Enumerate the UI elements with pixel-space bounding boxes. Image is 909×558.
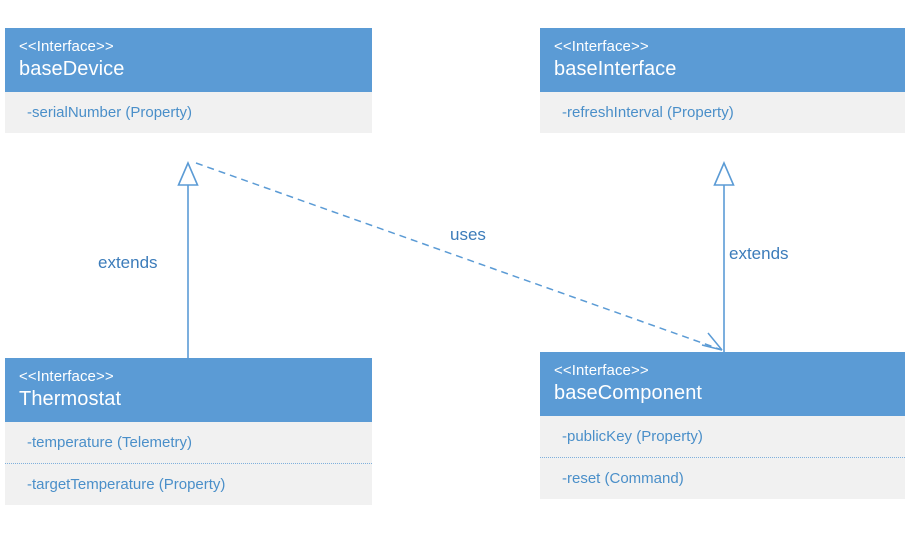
uml-class-basedevice[interactable]: <<Interface>> baseDevice -serialNumber (… — [5, 28, 372, 133]
hollow-triangle-arrowhead-icon — [713, 160, 735, 186]
uml-member[interactable]: -temperature (Telemetry) — [27, 434, 193, 451]
uml-class-members: -refreshInterval (Property) — [540, 92, 905, 133]
uml-class-name: baseDevice — [19, 58, 125, 80]
uml-member[interactable]: -refreshInterval (Property) — [562, 104, 734, 121]
edge-label-extends-left: extends — [98, 253, 158, 272]
uml-class-members: -serialNumber (Property) — [5, 92, 372, 133]
uml-class-name: baseComponent — [554, 382, 703, 404]
uml-class-basecomponent[interactable]: <<Interface>> baseComponent -publicKey (… — [540, 352, 905, 499]
uml-class-members: -publicKey (Property) -reset (Command) — [540, 416, 905, 499]
uml-member[interactable]: -serialNumber (Property) — [27, 104, 193, 121]
uml-stereotype: <<Interface>> — [554, 362, 649, 379]
uml-class-baseinterface[interactable]: <<Interface>> baseInterface -refreshInte… — [540, 28, 905, 133]
uml-stereotype: <<Interface>> — [19, 38, 114, 55]
open-arrowhead-icon — [701, 332, 723, 351]
uml-member[interactable]: -reset (Command) — [540, 457, 905, 499]
uml-member[interactable]: -publicKey (Property) — [562, 428, 703, 445]
uml-class-header: <<Interface>> baseInterface — [540, 28, 905, 92]
uml-class-name: Thermostat — [19, 388, 122, 410]
uml-stereotype: <<Interface>> — [19, 368, 114, 385]
uml-class-header: <<Interface>> baseDevice — [5, 28, 372, 92]
edge-basedevice-uses-basecomponent — [195, 162, 723, 351]
uml-class-name: baseInterface — [554, 58, 677, 80]
edge-line-uses — [195, 162, 723, 351]
uml-class-members: -temperature (Telemetry) -targetTemperat… — [5, 422, 372, 505]
hollow-triangle-arrowhead-icon — [177, 160, 199, 186]
edge-label-uses: uses — [450, 225, 486, 244]
edge-label-extends-right: extends — [729, 244, 789, 263]
uml-class-thermostat[interactable]: <<Interface>> Thermostat -temperature (T… — [5, 358, 372, 505]
uml-class-header: <<Interface>> Thermostat — [5, 358, 372, 422]
edge-thermostat-extends-basedevice — [177, 160, 199, 358]
uml-stereotype: <<Interface>> — [554, 38, 649, 55]
uml-class-header: <<Interface>> baseComponent — [540, 352, 905, 416]
uml-member[interactable]: -targetTemperature (Property) — [5, 463, 372, 505]
